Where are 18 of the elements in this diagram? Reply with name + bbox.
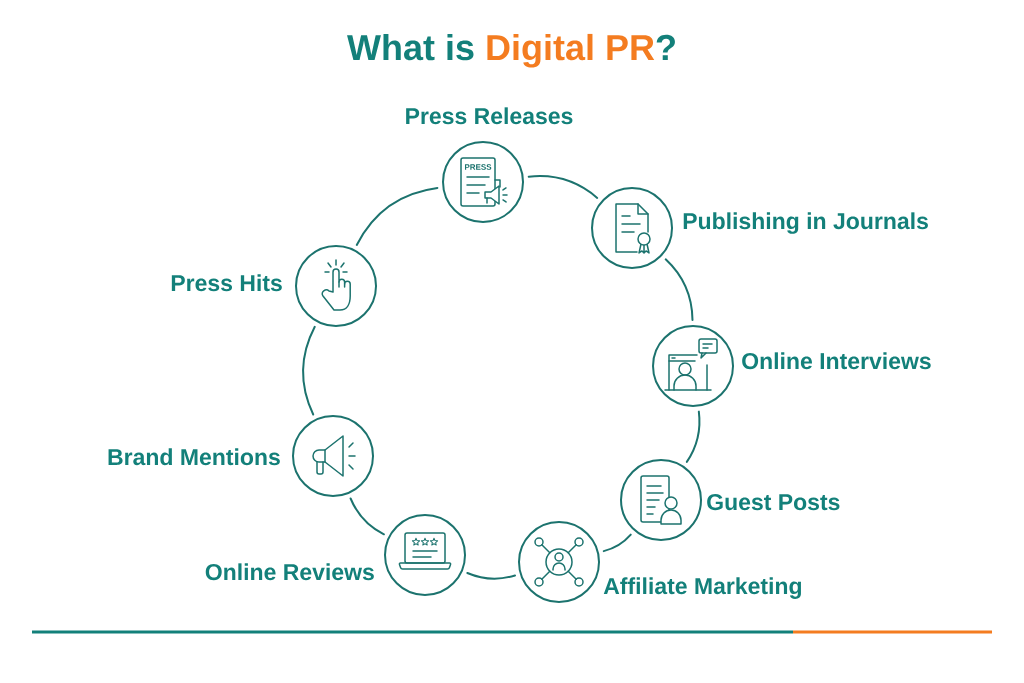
connector: [685, 410, 701, 463]
icon-text: PRESS: [465, 164, 492, 170]
item-label: Online Interviews: [742, 352, 931, 370]
connector: [602, 533, 632, 553]
connector: [355, 186, 439, 246]
connector: [302, 325, 316, 416]
connector: [664, 258, 694, 321]
connector: [466, 571, 516, 580]
item-label: Press Hits: [171, 274, 282, 292]
item-label: Publishing in Journals: [683, 212, 928, 234]
item-label: Online Reviews: [205, 563, 374, 581]
item-label: Affiliate Marketing: [603, 577, 801, 599]
title: What is Digital PR?: [347, 33, 675, 68]
connector: [527, 175, 599, 199]
item-label: Guest Posts: [707, 493, 840, 511]
item-label: Brand Mentions: [108, 448, 280, 466]
connector: [349, 497, 385, 536]
item-label: Press Releases: [406, 107, 573, 125]
